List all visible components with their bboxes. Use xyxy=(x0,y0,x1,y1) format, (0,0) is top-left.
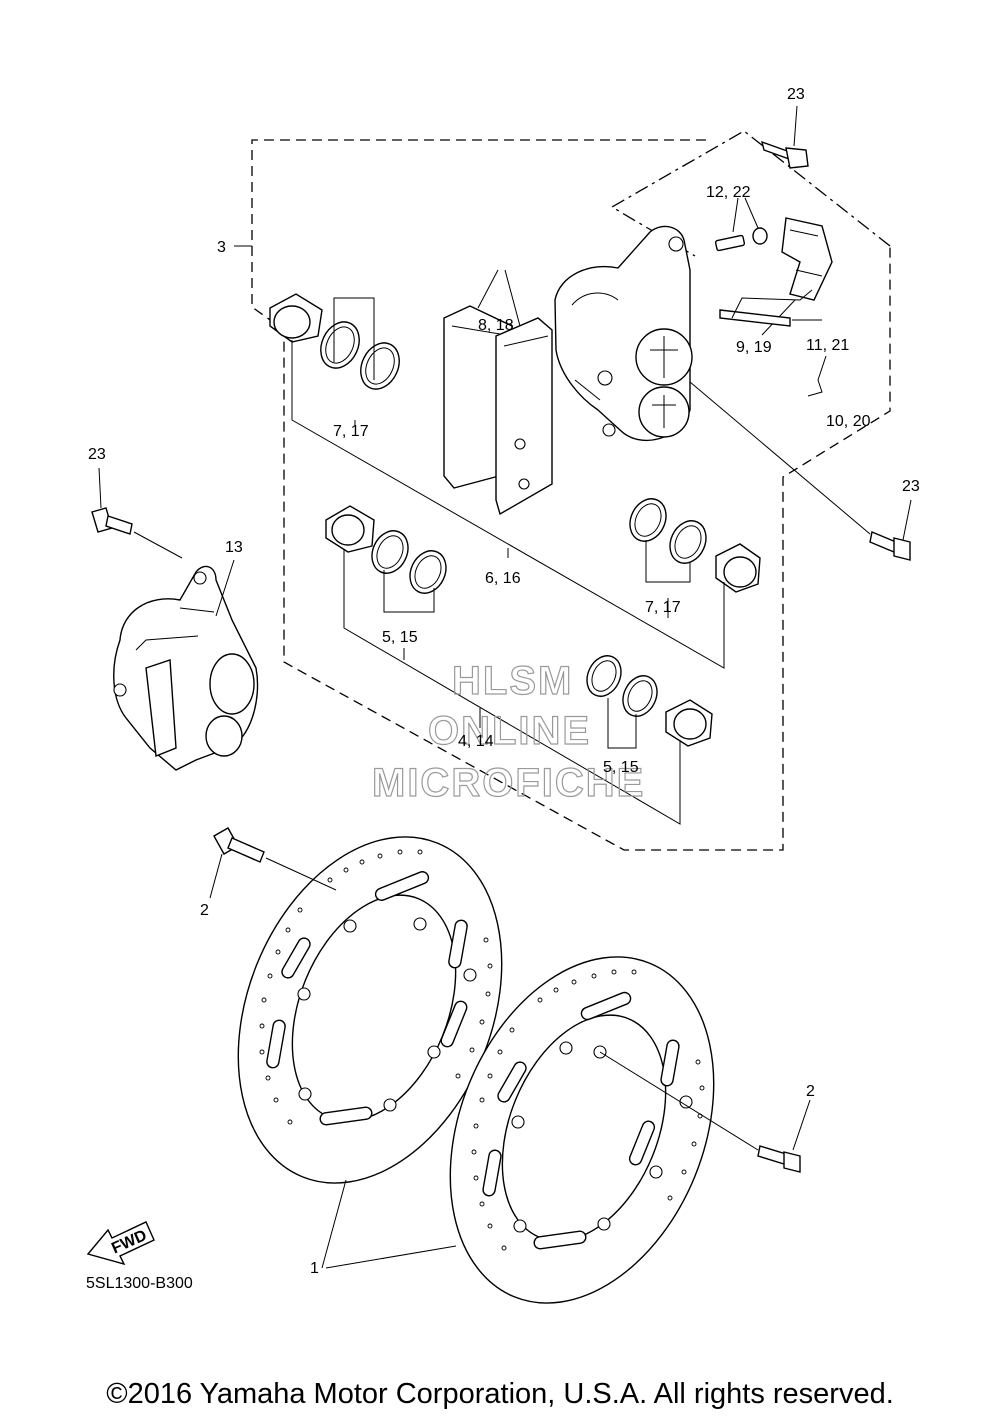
callout-9-19: 9, 19 xyxy=(736,339,772,356)
callout-23-right: 23 xyxy=(902,478,920,495)
copyright-notice: ©2016 Yamaha Motor Corporation, U.S.A. A… xyxy=(106,1378,894,1410)
callout-13: 13 xyxy=(225,539,243,556)
watermark: HLSM ONLINE MICROFICHE xyxy=(371,658,645,805)
right-brake-disc xyxy=(449,956,715,1304)
callout-3: 3 xyxy=(217,239,226,256)
middle-right-seals xyxy=(629,498,707,564)
callout-23-top: 23 xyxy=(787,86,805,103)
callout-1: 1 xyxy=(310,1260,319,1277)
callout-5-15-left: 5, 15 xyxy=(382,629,418,646)
callout-11-21: 11, 21 xyxy=(806,337,849,354)
bleed-screw xyxy=(714,197,768,252)
callout-2-left: 2 xyxy=(200,902,209,919)
callout-23-left: 23 xyxy=(88,446,106,463)
bolt-23-right xyxy=(689,381,912,561)
disc-leader xyxy=(321,1179,457,1269)
callout-7-17-mid: 7, 17 xyxy=(645,599,681,616)
callout-labels: 23 12, 22 3 8, 18 9, 19 11, 21 10, 20 7,… xyxy=(86,86,920,1292)
left-brake-disc xyxy=(237,836,503,1184)
callout-8-18: 8, 18 xyxy=(478,317,514,334)
bolt-23-top xyxy=(761,105,809,169)
top-piston xyxy=(269,293,323,343)
watermark-line1: HLSM xyxy=(452,659,573,703)
lower-piston xyxy=(665,699,713,747)
disc-bolt-left xyxy=(209,827,337,899)
bolt-23-left xyxy=(91,467,183,559)
callout-7-17-top: 7, 17 xyxy=(333,423,369,440)
callout-10-20: 10, 20 xyxy=(826,413,871,430)
right-caliper-body xyxy=(554,225,693,442)
middle-right-piston xyxy=(715,543,761,593)
watermark-line3: MICROFICHE xyxy=(372,761,645,805)
middle-left-seals xyxy=(371,530,447,594)
diagram-code: 5SL1300-B300 xyxy=(86,1275,193,1292)
callout-4-14: 4, 14 xyxy=(458,733,494,750)
middle-left-piston xyxy=(325,505,375,553)
brake-pads xyxy=(443,269,553,516)
callout-5-15-right: 5, 15 xyxy=(603,759,639,776)
fwd-arrow-icon: FWD xyxy=(86,1221,155,1266)
disc-bolt-right xyxy=(599,1051,811,1173)
leader-lines xyxy=(291,297,725,825)
left-caliper xyxy=(113,559,259,771)
top-seals xyxy=(320,321,400,390)
watermark-line2: ONLINE xyxy=(428,709,591,753)
callout-2-right: 2 xyxy=(806,1083,815,1100)
callout-6-16: 6, 16 xyxy=(485,570,521,587)
pad-pin xyxy=(719,289,827,397)
lower-seals xyxy=(586,655,658,717)
callout-12-22: 12, 22 xyxy=(706,184,751,201)
